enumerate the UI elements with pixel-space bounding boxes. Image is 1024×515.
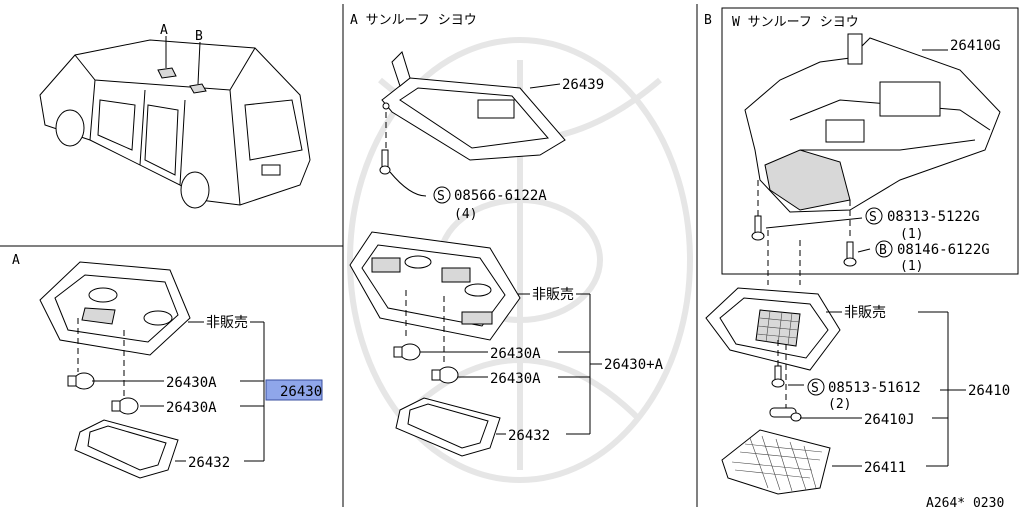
right-assembly-part: 26410	[968, 383, 1010, 399]
center-screw-part: 08566-6122A	[454, 188, 547, 204]
right-screw-part: 08313-5122G	[887, 209, 980, 225]
center-screw-symbol: S	[437, 189, 445, 204]
right-screw2-symbol: S	[811, 381, 819, 396]
marker-a: A	[160, 23, 168, 38]
center-bulb-1-icon	[393, 343, 421, 361]
footer-code: A264* 0230	[926, 496, 1004, 511]
right-screw-icon	[751, 215, 765, 241]
center-map-lamp-housing	[349, 231, 521, 341]
left-non-sale-label: 非販売	[206, 315, 248, 331]
marker-b: B	[195, 29, 203, 44]
right-detail-box	[721, 7, 1019, 275]
left-assembly-part[interactable]: 26430	[280, 384, 322, 400]
right-lens-part: 26411	[864, 460, 906, 476]
center-bracket-part: 26439	[562, 77, 604, 93]
map-lamp-housing	[39, 261, 191, 356]
bulb-1-icon	[67, 372, 95, 390]
left-bulb-2-part: 26430A	[166, 400, 217, 416]
center-non-sale-label: 非販売	[532, 287, 574, 303]
center-lens-part: 26432	[508, 428, 550, 444]
right-corner-label: B	[704, 13, 712, 28]
right-bracket-part: 26410G	[950, 38, 1001, 54]
right-bulb-part: 26410J	[864, 412, 915, 428]
center-title: A サンルーフ シヨウ	[350, 13, 477, 28]
right-screw-symbol: S	[869, 210, 877, 225]
center-bulb-2-part: 26430A	[490, 371, 541, 387]
left-bulb-1-part: 26430A	[166, 375, 217, 391]
bulb-2-icon	[111, 397, 139, 415]
center-lens-cover	[395, 397, 501, 457]
left-lens-part: 26432	[188, 455, 230, 471]
center-screw-icon	[379, 149, 391, 175]
center-bulb-2-icon	[431, 366, 459, 384]
center-assembly-part: 26430+A	[604, 357, 664, 373]
right-screw2-icon	[771, 365, 785, 388]
vehicle-illustration	[39, 36, 311, 209]
right-screw2-part: 08513-51612	[828, 380, 921, 396]
w-sunroof-bracket	[744, 33, 1001, 213]
right-bulb-icon	[769, 407, 802, 422]
right-non-sale-label: 非販売	[844, 305, 886, 321]
right-box-title: W サンルーフ シヨウ	[732, 15, 859, 30]
center-bulb-1-part: 26430A	[490, 346, 541, 362]
right-bolt-qty: (1)	[900, 259, 923, 274]
highlight-26430[interactable]	[265, 379, 323, 401]
sunroof-bracket	[381, 51, 566, 161]
right-lens-cover	[721, 429, 831, 495]
right-bolt-icon	[843, 241, 857, 267]
right-bolt-part: 08146-6122G	[897, 242, 990, 258]
center-screw-qty: (4)	[454, 207, 477, 222]
right-map-lamp-housing	[705, 287, 841, 371]
lens-cover	[74, 419, 179, 479]
right-screw2-qty: (2)	[828, 397, 851, 412]
right-bolt-symbol: B	[879, 243, 887, 258]
right-screw-qty: (1)	[900, 227, 923, 242]
section-a-title: A	[12, 253, 20, 268]
